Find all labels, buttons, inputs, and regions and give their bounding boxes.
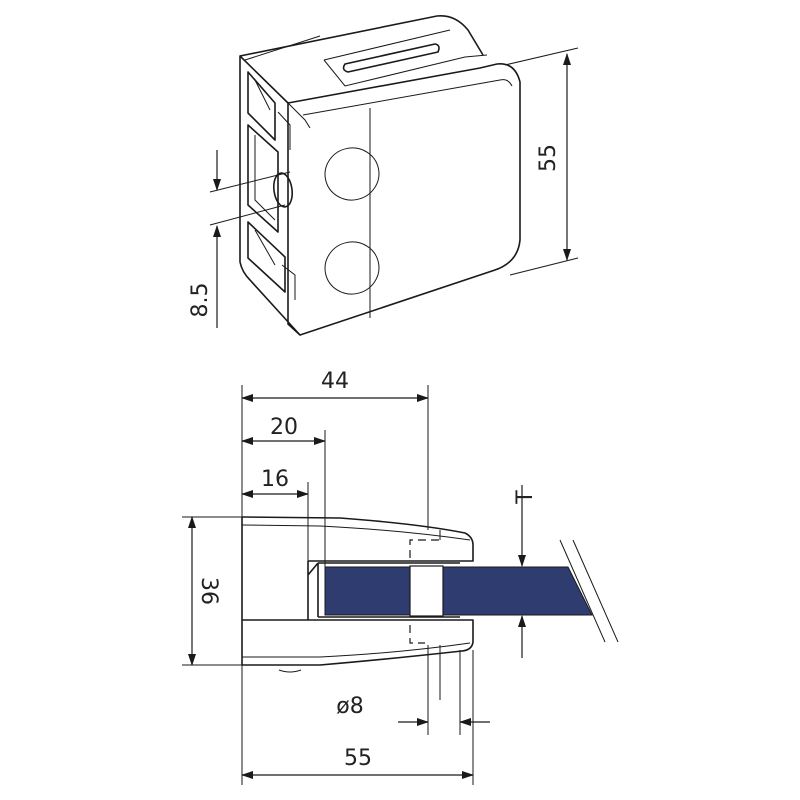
- dim-label-glass-thickness: T: [513, 490, 538, 505]
- slot: [342, 43, 440, 73]
- top-face: [239, 14, 521, 336]
- section-view: 44 20 16 36 ø8 55 T: [182, 369, 619, 785]
- dim-label-36: 36: [196, 577, 221, 605]
- set-screw-hole: [272, 172, 294, 208]
- back-plate: [239, 55, 301, 336]
- dim-label-16: 16: [261, 467, 289, 492]
- dim-label-55: 55: [344, 746, 372, 771]
- dim-label-44: 44: [321, 369, 349, 394]
- pin-sleeve: [409, 565, 444, 617]
- isometric-view: 55 8.5: [188, 14, 579, 336]
- front-boss-lower: [324, 241, 380, 295]
- dim-label-pin-diameter: ø8: [336, 694, 363, 719]
- lower-jaw: [242, 619, 474, 666]
- dim-label-20: 20: [270, 415, 298, 440]
- front-boss-upper: [324, 147, 380, 201]
- dim-label-8-5: 8.5: [188, 283, 213, 318]
- dim-label-55-iso: 55: [536, 144, 561, 172]
- glass-panel: [324, 566, 593, 616]
- upper-jaw: [241, 516, 474, 562]
